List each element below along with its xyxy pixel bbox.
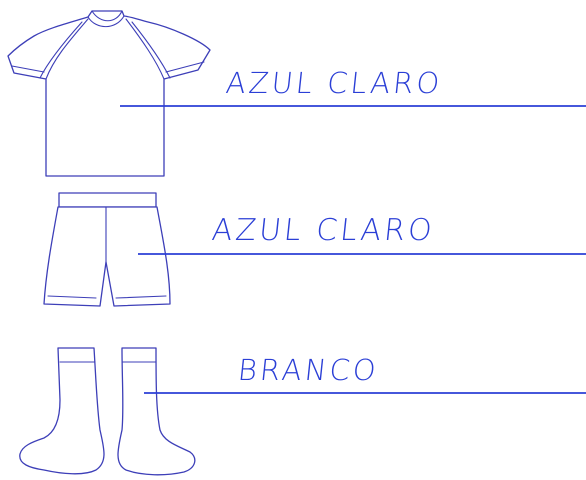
shorts-color-label: AZUL CLARO: [210, 213, 437, 248]
socks-drawing: [19, 347, 196, 476]
shorts-drawing: [43, 192, 171, 307]
shirt-drawing: [7, 10, 211, 177]
shirt-color-label: AZUL CLARO: [224, 66, 444, 100]
socks-color-label: BRANCO: [236, 353, 381, 387]
